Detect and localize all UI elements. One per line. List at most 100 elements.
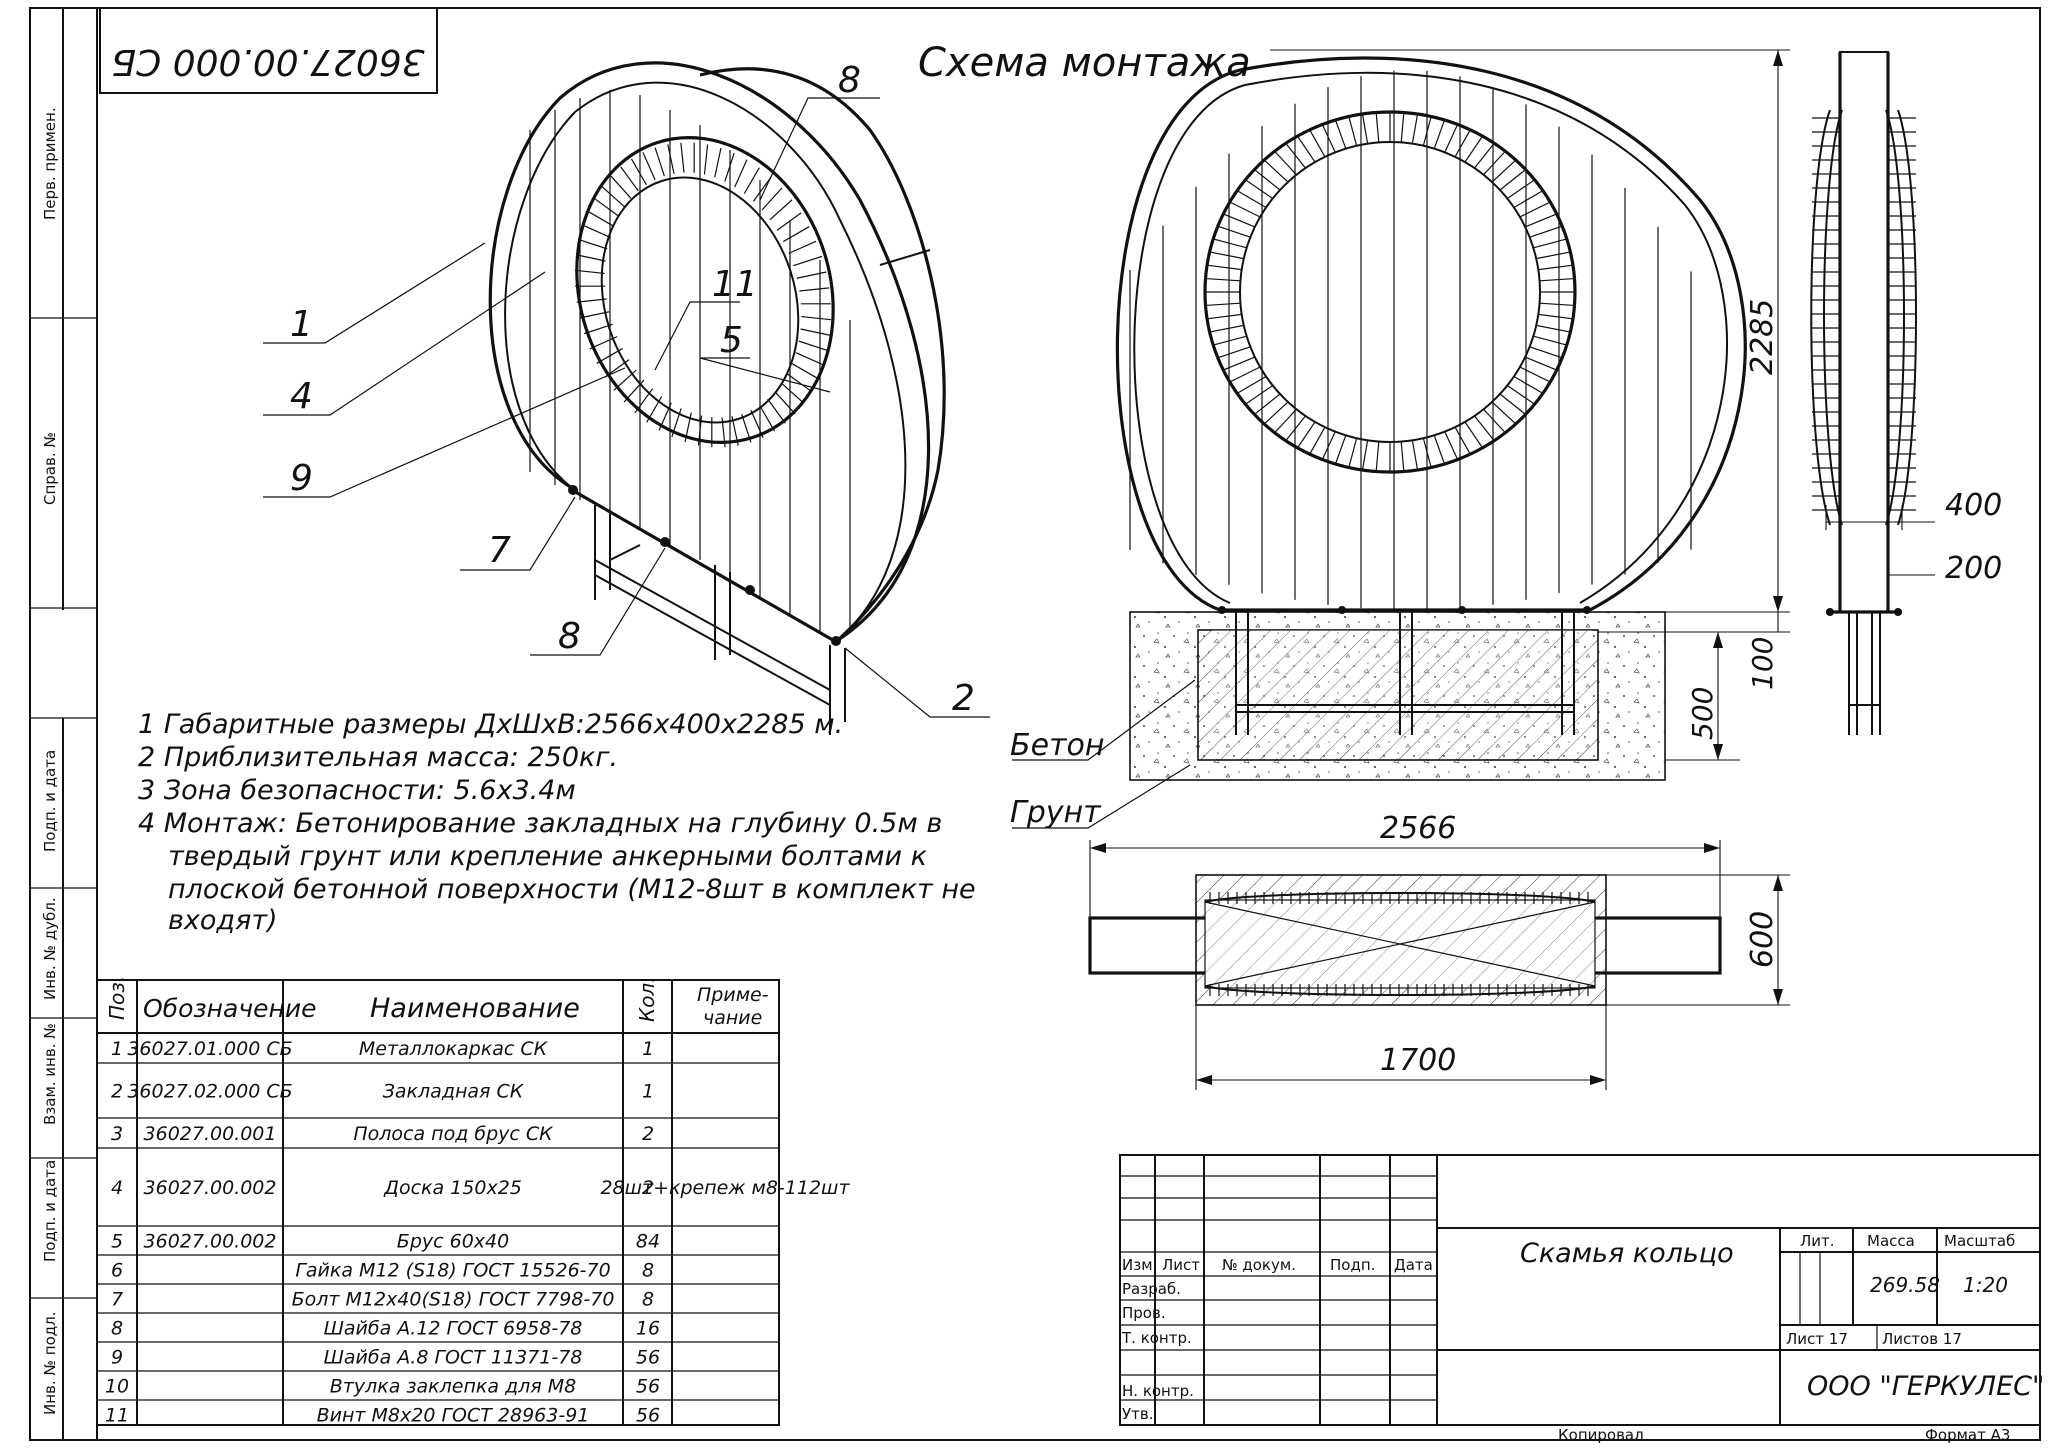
left-margin-strip: Перв. примен. Справ. № Подп. и дата Инв.… <box>29 8 97 1440</box>
spec-cell-qty: 2 <box>642 1177 654 1199</box>
callout-4: 4 <box>290 376 313 417</box>
isometric-view <box>488 61 946 735</box>
spec-cell-name: Болт М12х40(S18) ГОСТ 7798-70 <box>292 1289 615 1311</box>
spec-cell-name: Втулка заклепка для М8 <box>330 1376 577 1398</box>
spec-cell-qty: 56 <box>636 1347 660 1369</box>
callout-9: 9 <box>290 458 313 499</box>
callout-3: 8 <box>838 60 861 101</box>
dim-width-600: 600 <box>1745 911 1780 968</box>
spec-header-qty: Кол. <box>635 976 659 1022</box>
tb-col-podp: Подп. <box>1330 1256 1375 1274</box>
spec-header-designation: Обозначение <box>143 994 316 1023</box>
spec-cell-note: 28шт+крепеж м8-112шт <box>600 1177 850 1199</box>
tb-row-nkontr: Н. контр. <box>1122 1382 1194 1400</box>
note-3: 3 Зона безопасности: 5.6х3.4м <box>138 775 576 806</box>
label-ground: Грунт <box>1010 795 1102 830</box>
spec-cell-qty: 1 <box>642 1038 654 1060</box>
note-4-line-3: плоской бетонной поверхности (М12-8шт в … <box>168 874 976 905</box>
spec-cell-qty: 84 <box>636 1231 660 1253</box>
dim-100: 100 <box>1746 637 1779 690</box>
notes-block: 1 Габаритные размеры ДхШхВ:2566х400х2285… <box>138 709 976 936</box>
spec-cell-qty: 8 <box>642 1289 654 1311</box>
tb-mass-value: 269.58 <box>1870 1273 1940 1297</box>
footer-format: Формат А3 <box>1925 1426 2010 1444</box>
margin-label-vzam-inv: Взам. инв. № <box>41 1023 59 1125</box>
foundation-section <box>1129 611 1666 781</box>
spec-header-pos: Поз. <box>105 976 129 1020</box>
dim-width-1700: 1700 <box>1380 1043 1456 1078</box>
note-2: 2 Приблизительная масса: 250кг. <box>138 742 618 773</box>
callout-11: 11 <box>712 264 758 305</box>
spec-cell-designation: 36027.00.002 <box>144 1177 277 1199</box>
side-view <box>1810 51 1935 735</box>
diagram-title: Схема монтажа <box>918 40 1251 86</box>
dim-width-2566: 2566 <box>1380 811 1456 846</box>
footer-copied: Копировал <box>1558 1426 1644 1444</box>
margin-label-podp-data-1: Подп. и дата <box>41 750 59 852</box>
tb-col-izm: Изм <box>1122 1256 1153 1274</box>
spec-cell-name: Доска 150х25 <box>383 1177 522 1199</box>
spec-cell-pos: 6 <box>111 1260 123 1282</box>
tb-mass-label: Масса <box>1867 1232 1915 1250</box>
front-dimensions <box>1270 49 1790 761</box>
spec-header-note-1: Приме- <box>697 984 769 1006</box>
tb-col-doc: № докум. <box>1222 1256 1296 1274</box>
bolt-marker <box>745 585 755 595</box>
margin-label-inv-dubl: Инв. № дубл. <box>41 897 59 1000</box>
spec-cell-pos: 3 <box>111 1123 123 1145</box>
spec-cell-name: Винт М8х20 ГОСТ 28963-91 <box>317 1405 590 1427</box>
margin-label-inv-podl: Инв. № подл. <box>41 1312 59 1415</box>
spec-cell-name: Полоса под брус СК <box>353 1123 554 1145</box>
spec-cell-pos: 8 <box>111 1318 123 1340</box>
spec-cell-pos: 5 <box>111 1231 123 1253</box>
spec-cell-pos: 11 <box>105 1405 129 1427</box>
margin-label-perv-primen: Перв. примен. <box>41 107 59 220</box>
spec-cell-qty: 8 <box>642 1260 654 1282</box>
drawing-code: 36027.00.000 СБ <box>111 41 424 82</box>
spec-cell-designation: 36027.00.001 <box>144 1123 277 1145</box>
spec-cell-name: Металлокаркас СК <box>359 1038 549 1060</box>
spec-cell-qty: 56 <box>636 1376 660 1398</box>
callout-5: 5 <box>720 320 743 361</box>
tb-company: ООО "ГЕРКУЛЕС" <box>1807 1371 2044 1402</box>
spec-header-name: Наименование <box>370 993 580 1024</box>
spec-cell-qty: 56 <box>636 1405 660 1427</box>
drawing-code-box: 36027.00.000 СБ <box>99 7 438 94</box>
note-1: 1 Габаритные размеры ДхШхВ:2566х400х2285… <box>138 709 843 740</box>
margin-label-sprav-no: Справ. № <box>41 432 59 505</box>
spec-cell-pos: 9 <box>111 1347 123 1369</box>
tb-row-utv: Утв. <box>1122 1405 1154 1423</box>
tb-row-tkontr: Т. контр. <box>1121 1329 1192 1347</box>
spec-cell-designation: 36027.02.000 СБ <box>127 1081 292 1103</box>
tb-product-name: Скамья кольцо <box>1520 1238 1734 1269</box>
spec-cell-name: Шайба А.12 ГОСТ 6958-78 <box>324 1318 583 1340</box>
callout-8: 8 <box>558 616 581 657</box>
note-4: 4 Монтаж: Бетонирование закладных на глу… <box>138 808 942 839</box>
callout-2: 2 <box>952 678 975 719</box>
tb-col-list: Лист <box>1162 1256 1200 1274</box>
spec-cell-name: Брус 60х40 <box>397 1231 509 1253</box>
note-4-line-2: твердый грунт или крепление анкерными бо… <box>168 841 928 872</box>
bolt-marker <box>831 636 841 646</box>
tb-row-razrab: Разраб. <box>1122 1280 1181 1298</box>
tb-lit-label: Лит. <box>1800 1232 1835 1250</box>
spec-cell-qty: 1 <box>642 1081 654 1103</box>
tb-sheet: Лист 17 <box>1786 1330 1848 1348</box>
spec-cell-name: Шайба А.8 ГОСТ 11371-78 <box>324 1347 583 1369</box>
dim-depth-400: 400 <box>1945 488 2002 523</box>
margin-label-podp-data-2: Подп. и дата <box>41 1160 59 1262</box>
dim-depth-200: 200 <box>1945 551 2002 586</box>
tb-col-data: Дата <box>1394 1256 1433 1274</box>
spec-cell-qty: 16 <box>636 1318 660 1340</box>
tb-scale-value: 1:20 <box>1963 1273 2008 1297</box>
title-block: Изм Лист № докум. Подп. Дата Разраб. Про… <box>1119 1154 2044 1426</box>
bolt-marker <box>568 485 578 495</box>
tb-sheets: Листов 17 <box>1882 1330 1962 1348</box>
spec-cell-qty: 2 <box>642 1123 654 1145</box>
front-view <box>1115 56 1747 614</box>
spec-cell-name: Закладная СК <box>383 1081 525 1103</box>
callout-1: 1 <box>290 304 313 345</box>
callout-leaders <box>263 97 990 718</box>
spec-table: Поз. Обозначение Наименование Кол. Приме… <box>96 976 850 1427</box>
